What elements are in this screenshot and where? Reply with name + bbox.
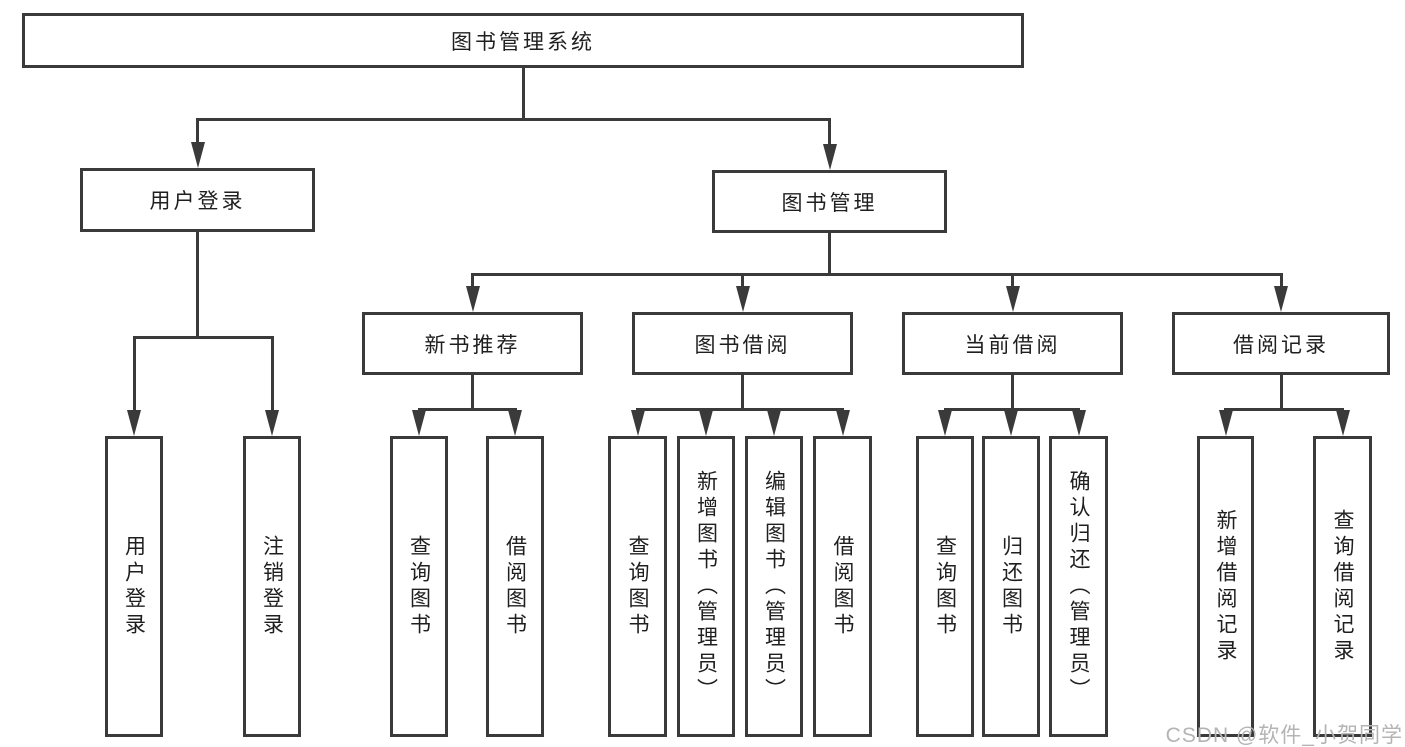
node-label-book-mgmt: 图书管理 <box>781 191 878 215</box>
connector-parent-stem <box>196 232 199 336</box>
node-leaf-bb-add: 新增图书（管理员） <box>677 436 735 737</box>
connector-child-stem <box>772 408 776 410</box>
node-label-root: 图书管理系统 <box>451 30 595 54</box>
node-label-leaf-bb-query: 查询图书 <box>626 534 649 639</box>
node-leaf-cb-return: 归还图书 <box>982 436 1040 737</box>
arrow-down-icon <box>630 410 645 436</box>
node-leaf-nb-query: 查询图书 <box>390 436 448 737</box>
node-leaf-br-add: 新增借阅记录 <box>1197 436 1254 737</box>
connector-parent-stem <box>1011 375 1014 408</box>
connector-child-stem <box>841 408 844 410</box>
node-label-leaf-bb-borrow: 借阅图书 <box>831 534 854 639</box>
connector-child-stem <box>132 336 136 410</box>
connector-parent-stem <box>828 233 831 273</box>
connector-child-stem <box>270 336 274 410</box>
connector-parent-stem <box>471 375 474 408</box>
connector-branch-line <box>471 273 1283 276</box>
node-label-leaf-cb-confirm: 确认归还（管理员） <box>1067 469 1090 704</box>
node-book-borrow: 图书借阅 <box>632 312 853 375</box>
node-label-leaf-bb-edit: 编辑图书（管理员） <box>762 469 786 704</box>
node-leaf-bb-query: 查询图书 <box>608 436 667 737</box>
connector-parent-stem <box>1279 375 1283 408</box>
node-label-leaf-user-login: 用户登录 <box>122 534 146 639</box>
node-label-leaf-logout: 注销登录 <box>260 534 284 639</box>
connector-child-stem <box>1341 408 1344 410</box>
connector-child-stem <box>828 118 831 144</box>
connector-child-stem <box>471 273 474 286</box>
connector-child-stem <box>196 118 199 142</box>
node-leaf-br-query: 查询借阅记录 <box>1313 436 1372 737</box>
arrow-down-icon <box>822 144 837 170</box>
node-leaf-cb-query: 查询图书 <box>916 436 974 737</box>
connector-child-stem <box>1279 273 1283 286</box>
connector-branch-line <box>1224 408 1344 411</box>
node-leaf-cb-confirm: 确认归还（管理员） <box>1049 436 1108 737</box>
node-label-user-login: 用户登录 <box>149 190 246 213</box>
arrow-down-icon <box>1071 410 1086 436</box>
node-label-leaf-cb-query: 查询图书 <box>933 534 957 639</box>
arrow-down-icon <box>127 410 141 436</box>
connector-child-stem <box>417 408 421 410</box>
connector-child-stem <box>741 273 744 286</box>
node-leaf-bb-borrow: 借阅图书 <box>813 436 872 737</box>
node-label-leaf-bb-add: 新增图书（管理员） <box>694 469 718 704</box>
arrow-down-icon <box>412 410 426 436</box>
connector-branch-line <box>132 336 274 339</box>
node-current-borrow: 当前借阅 <box>902 312 1123 375</box>
arrow-down-icon <box>1005 286 1020 312</box>
node-label-leaf-cb-return: 归还图书 <box>999 534 1023 639</box>
node-user-login: 用户登录 <box>80 168 315 232</box>
connector-parent-stem <box>521 68 525 118</box>
connector-child-stem <box>704 408 708 410</box>
connector-child-stem <box>513 408 517 410</box>
arrow-down-icon <box>265 410 279 436</box>
node-label-leaf-nb-query: 查询图书 <box>407 534 431 639</box>
arrow-down-icon <box>735 286 750 312</box>
node-borrow-records: 借阅记录 <box>1172 312 1390 375</box>
connector-branch-line <box>196 118 831 121</box>
arrow-down-icon <box>1274 286 1288 312</box>
node-label-book-borrow: 图书借阅 <box>694 333 791 357</box>
connector-parent-stem <box>741 375 744 408</box>
connector-child-stem <box>1011 273 1014 286</box>
node-book-mgmt: 图书管理 <box>712 170 947 233</box>
watermark: CSDN @软件_小贺同学 <box>1165 724 1403 747</box>
arrow-down-icon <box>1218 410 1233 436</box>
node-leaf-bb-edit: 编辑图书（管理员） <box>745 436 803 737</box>
connector-child-stem <box>636 408 639 410</box>
arrow-down-icon <box>465 286 480 312</box>
node-label-leaf-br-add: 新增借阅记录 <box>1214 508 1237 665</box>
node-leaf-logout: 注销登录 <box>243 436 301 737</box>
connector-child-stem <box>1077 408 1080 410</box>
node-label-leaf-br-query: 查询借阅记录 <box>1331 508 1354 665</box>
node-label-leaf-nb-borrow: 借阅图书 <box>503 534 527 639</box>
arrow-down-icon <box>1004 410 1018 436</box>
node-label-borrow-records: 借阅记录 <box>1233 333 1329 357</box>
connector-branch-line <box>417 408 517 411</box>
arrow-down-icon <box>699 410 713 436</box>
connector-child-stem <box>943 408 947 410</box>
arrow-down-icon <box>938 410 952 436</box>
arrow-down-icon <box>1335 410 1350 436</box>
arrow-down-icon <box>508 410 522 436</box>
node-label-new-book-rec: 新书推荐 <box>424 333 521 357</box>
connector-child-stem <box>1224 408 1227 410</box>
node-label-current-borrow: 当前借阅 <box>964 333 1061 357</box>
node-new-book-rec: 新书推荐 <box>362 312 583 375</box>
arrow-down-icon <box>190 142 205 168</box>
node-leaf-nb-borrow: 借阅图书 <box>486 436 544 737</box>
node-leaf-user-login: 用户登录 <box>105 436 163 737</box>
arrow-down-icon <box>835 410 850 436</box>
node-root: 图书管理系统 <box>22 13 1024 68</box>
connector-branch-line <box>636 408 844 411</box>
connector-child-stem <box>1009 408 1013 410</box>
arrow-down-icon <box>767 410 781 436</box>
